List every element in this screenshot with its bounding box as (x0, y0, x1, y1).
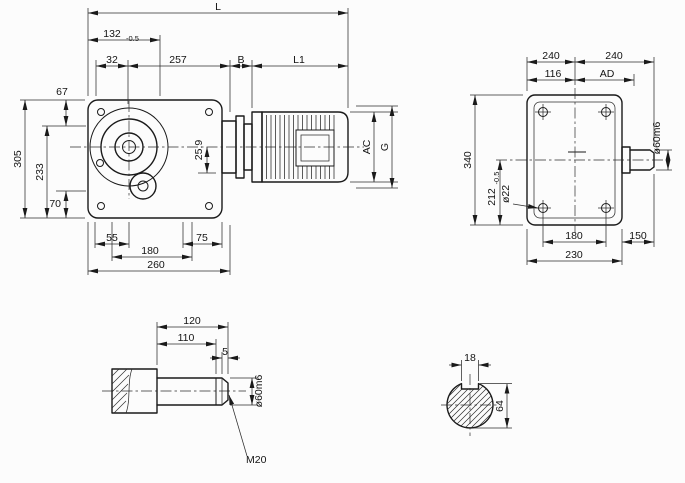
lower-boss-circle (129, 172, 157, 200)
front-view: 240 240 116 AD 340 212 -0.5 ø22 ø60m6 18… (462, 50, 672, 265)
bolt-hole (205, 108, 213, 116)
dim-label-B: B (237, 54, 244, 66)
dim-label-116: 116 (545, 68, 562, 80)
side-view-centerlines (70, 101, 364, 199)
bolt-hole (97, 108, 105, 116)
terminal-box (295, 129, 335, 167)
section-dimension-labels: 18 64 (464, 352, 506, 412)
leader-line-m20 (228, 394, 248, 457)
extension-lines (461, 360, 512, 429)
dim-label-180: 180 (141, 245, 159, 257)
dim-label-120: 120 (183, 315, 201, 327)
section-hatching (111, 368, 130, 414)
section-dimension-lines (449, 360, 512, 429)
dim-label-o60m6: ø60m6 (651, 122, 663, 155)
dim-label-L1: L1 (293, 54, 305, 66)
dim-label-AD: AD (600, 68, 615, 80)
dim-label-L: L (215, 1, 221, 13)
dim-label-67: 67 (56, 86, 68, 98)
bolt-hole (205, 202, 213, 210)
dim-label-55: 55 (106, 232, 118, 244)
dim-label-180: 180 (565, 230, 583, 242)
dim-label-5: 5 (222, 346, 228, 358)
hub-cylinder (111, 368, 158, 414)
extension-lines (20, 8, 398, 275)
dim-label-64: 64 (494, 400, 506, 412)
dim-label-o60m6: ø60m6 (253, 375, 265, 408)
shaft-section-outline (446, 382, 494, 429)
bolt-hole (97, 202, 105, 210)
terminal-box-lid (300, 134, 330, 162)
dim-label-233: 233 (34, 163, 46, 181)
side-view-dimension-labels: L 132 -0.5 32 257 B L1 67 305 233 70 25.… (12, 1, 391, 271)
shaft-section-view: 18 64 (441, 352, 512, 436)
dim-label-340: 340 (462, 151, 474, 169)
dim-label-32: 32 (106, 54, 118, 66)
shaft-detail-dimension-lines (156, 322, 258, 457)
dim-label-150: 150 (629, 230, 647, 242)
front-view-centerlines (496, 88, 664, 233)
dim-label-212: 212 (486, 188, 498, 206)
dim-label-AC: AC (361, 139, 373, 154)
dim-label-o22: ø22 (500, 185, 512, 203)
dim-label-240-left: 240 (542, 50, 560, 62)
dim-label-18: 18 (464, 352, 476, 364)
dim-label-75: 75 (196, 232, 208, 244)
side-view-dimension-lines (20, 8, 398, 275)
motor-body (261, 111, 349, 183)
dim-label-132: 132 (103, 28, 121, 40)
shaft-detail-dimension-labels: 120 110 5 ø60m6 M20 (178, 315, 267, 466)
extension-lines (156, 322, 258, 406)
dim-label-70: 70 (49, 198, 61, 210)
break-line (125, 368, 133, 414)
side-plug (96, 159, 104, 167)
lower-bore-circle (137, 180, 149, 192)
dim-label-305: 305 (12, 150, 24, 168)
front-view-dimension-lines (470, 57, 672, 265)
dim-label-257: 257 (169, 54, 187, 66)
leader-line-o22 (512, 203, 539, 209)
dim-label-132-tol: -0.5 (126, 34, 139, 43)
mount-hole-center-ticks (535, 104, 614, 216)
dim-label-110: 110 (178, 332, 195, 344)
extension-lines (470, 57, 672, 265)
dim-label-G: G (379, 143, 391, 151)
dim-label-212-tol: -0.5 (492, 172, 501, 185)
dim-label-m20: M20 (246, 454, 267, 466)
dim-label-25-9: 25.9 (193, 140, 205, 161)
dim-label-230: 230 (565, 249, 583, 261)
dim-label-260: 260 (147, 259, 165, 271)
shaft-step (156, 377, 229, 406)
front-view-dimension-labels: 240 240 116 AD 340 212 -0.5 ø22 ø60m6 18… (462, 50, 663, 261)
side-view: L 132 -0.5 32 257 B L1 67 305 233 70 25.… (12, 1, 398, 275)
shaft-detail-view: 120 110 5 ø60m6 M20 (102, 315, 267, 466)
dim-label-240-right: 240 (605, 50, 623, 62)
